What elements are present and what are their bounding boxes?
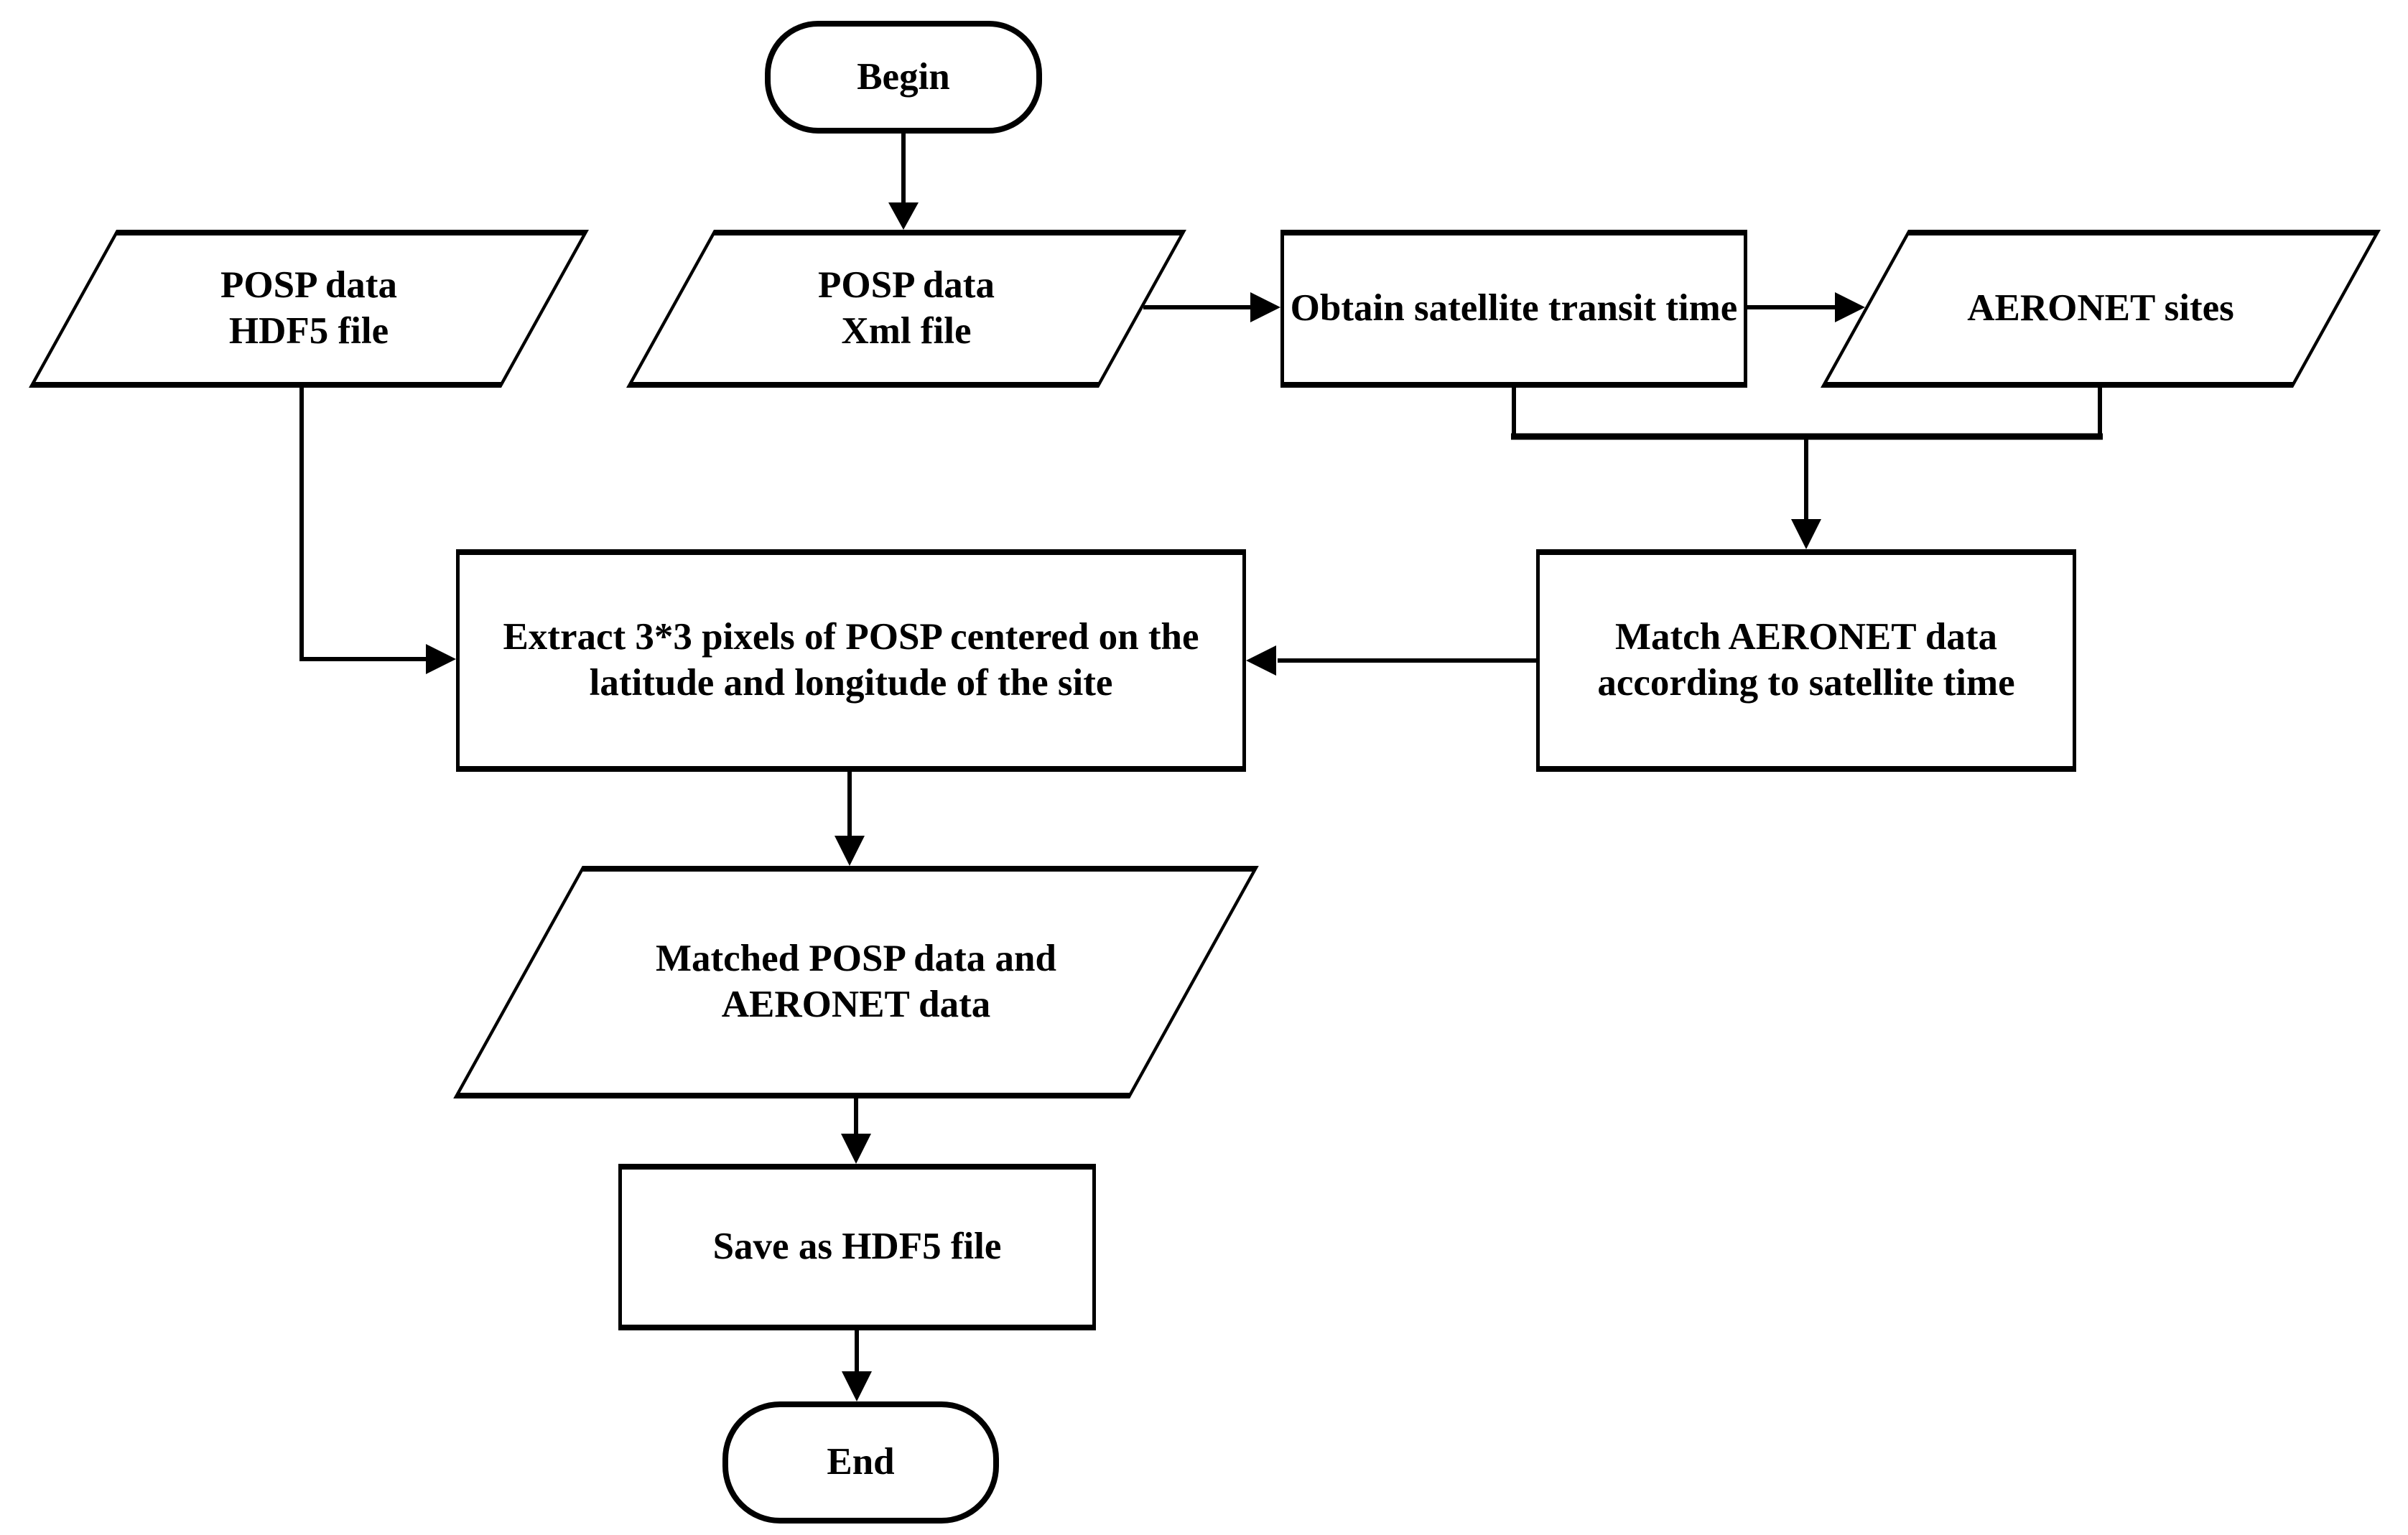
posp-xml-line1: POSP data (818, 264, 995, 307)
io-matched-output-label: Matched POSP data and AERONET data (453, 866, 1259, 1098)
match-aeronet-line1: Match AERONET data (1614, 616, 1998, 658)
process-match-aeronet-label: Match AERONET data according to satellit… (1536, 549, 2076, 772)
arrow-obtain-to-aeronet (1747, 292, 1865, 322)
process-obtain-transit-time-label: Obtain satellite transit time (1280, 230, 1747, 388)
save-hdf5-text: Save as HDF5 file (712, 1226, 1002, 1268)
matched-output-line2: AERONET data (721, 984, 991, 1025)
terminator-begin (765, 21, 1042, 134)
arrow-save-to-end (842, 1330, 872, 1401)
obtain-transit-text: Obtain satellite transit time (1290, 287, 1738, 330)
posp-hdf5-line1: POSP data (220, 264, 397, 307)
matched-output-line1: Matched POSP data and (655, 938, 1057, 980)
process-save-hdf5-label: Save as HDF5 file (618, 1164, 1096, 1330)
aeronet-sites-text: AERONET sites (1967, 287, 2234, 330)
posp-hdf5-line2: HDF5 file (228, 310, 389, 352)
io-posp-hdf5-label: POSP data HDF5 file (29, 230, 589, 388)
merge-junction (1511, 388, 2103, 440)
arrow-hdf5-to-extract (299, 388, 456, 674)
process-obtain-transit-time (1280, 230, 1747, 388)
process-extract-pixels (456, 549, 1246, 772)
begin-text: Begin (857, 55, 950, 98)
arrow-begin-to-xml (888, 134, 919, 230)
arrow-junction-to-match (1791, 437, 1821, 549)
arrow-matched-to-save (841, 1098, 871, 1164)
terminator-end (722, 1401, 999, 1524)
posp-xml-line2: Xml file (841, 310, 972, 352)
arrow-xml-to-obtain (1143, 292, 1280, 322)
match-aeronet-line2: according to satellite time (1597, 662, 2015, 704)
io-posp-xml-label: POSP data Xml file (626, 230, 1186, 388)
end-text: End (827, 1441, 895, 1483)
arrow-match-to-extract (1246, 645, 1536, 676)
extract-pixels-line1: Extract 3*3 pixels of POSP centered on t… (503, 616, 1199, 658)
process-extract-pixels-label: Extract 3*3 pixels of POSP centered on t… (456, 549, 1246, 772)
arrow-extract-to-matched (835, 772, 865, 866)
process-match-aeronet (1536, 549, 2076, 772)
terminator-begin-label: Begin (765, 21, 1042, 134)
process-save-hdf5 (618, 1164, 1096, 1330)
extract-pixels-line2: latitude and longitude of the site (589, 662, 1113, 704)
terminator-end-label: End (722, 1401, 999, 1524)
io-aeronet-sites-label: AERONET sites (1821, 230, 2381, 388)
